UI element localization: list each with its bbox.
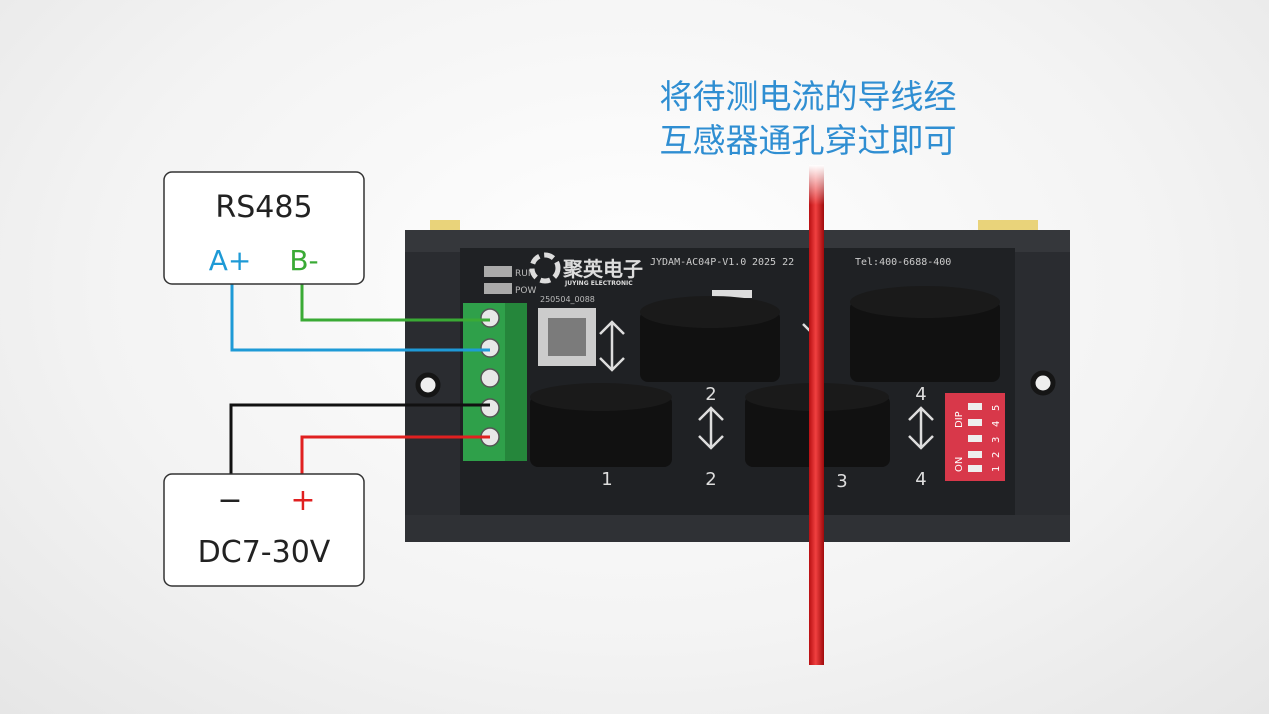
channel-label-3: 3 <box>836 471 847 492</box>
serial-text: 250504_0088 <box>540 295 595 304</box>
dip-switch[interactable]: DIP ON 1 2 3 4 5 <box>945 393 1005 481</box>
power-box: − + DC7-30V <box>163 473 365 587</box>
wire-b-minus <box>300 284 490 322</box>
dip-label: DIP <box>954 411 965 428</box>
channel-label-4: 4 <box>915 469 926 490</box>
caption-line-2: 互感器通孔穿过即可 <box>660 121 957 160</box>
brand-cn: 聚英电子 <box>562 257 643 281</box>
terminal-screw <box>480 398 500 418</box>
rs485-title: RS485 <box>215 190 312 225</box>
channel-label-4-top: 4 <box>915 384 926 405</box>
voltage-label: DC7-30V <box>198 535 331 570</box>
terminal-screw <box>480 308 500 328</box>
wire-vcc <box>300 435 490 474</box>
current-transformers <box>530 286 1000 467</box>
terminal-screw <box>480 368 500 388</box>
dip-num-2: 2 <box>991 452 1002 458</box>
pow-led-label: POW <box>515 286 537 296</box>
wire-gnd <box>229 403 490 474</box>
brand-en: JUYING ELECTRONIC <box>564 280 633 287</box>
dip-num-5: 5 <box>991 405 1002 411</box>
rs485-box: RS485 A+ B- <box>163 171 365 285</box>
dip-on-label: ON <box>954 457 965 472</box>
a-plus-label: A+ <box>209 244 252 277</box>
ct-2-top <box>640 296 780 382</box>
measured-cable <box>809 165 824 665</box>
wires <box>229 284 490 474</box>
mount-hole-left <box>415 372 441 398</box>
b-minus-label: B- <box>289 244 318 277</box>
dip-num-3: 3 <box>991 437 1002 443</box>
caption-line-1: 将待测电流的导线经 <box>660 77 957 116</box>
terminal-screw <box>480 338 500 358</box>
board-printing: RUN POW 聚英电子 JUYING ELECTRONIC JYDAM-AC0… <box>484 252 951 366</box>
channel-label-1: 1 <box>601 469 612 490</box>
wire-a-plus <box>230 284 490 352</box>
mount-hole-right <box>1030 370 1056 396</box>
dip-num-4: 4 <box>991 421 1002 427</box>
orientation-arrows <box>599 320 934 450</box>
channel-label-2-top: 2 <box>705 384 716 405</box>
caption: 将待测电流的导线经 互感器通孔穿过即可 <box>660 77 957 160</box>
ct-4-top <box>850 286 1000 382</box>
minus-label: − <box>217 483 242 518</box>
channel-label-2: 2 <box>705 469 716 490</box>
ct-1 <box>530 383 672 467</box>
plus-label: + <box>290 483 315 518</box>
dip-num-1: 1 <box>991 466 1002 472</box>
brand-logo-icon <box>529 252 561 284</box>
run-led-label: RUN <box>515 269 535 279</box>
model-text: JYDAM-AC04P-V1.0 <box>650 257 746 268</box>
channel-labels: 1 2 2 3 4 4 <box>601 384 926 492</box>
date-text: 2025 22 <box>752 257 794 268</box>
tel-text: Tel:400-6688-400 <box>855 257 951 268</box>
